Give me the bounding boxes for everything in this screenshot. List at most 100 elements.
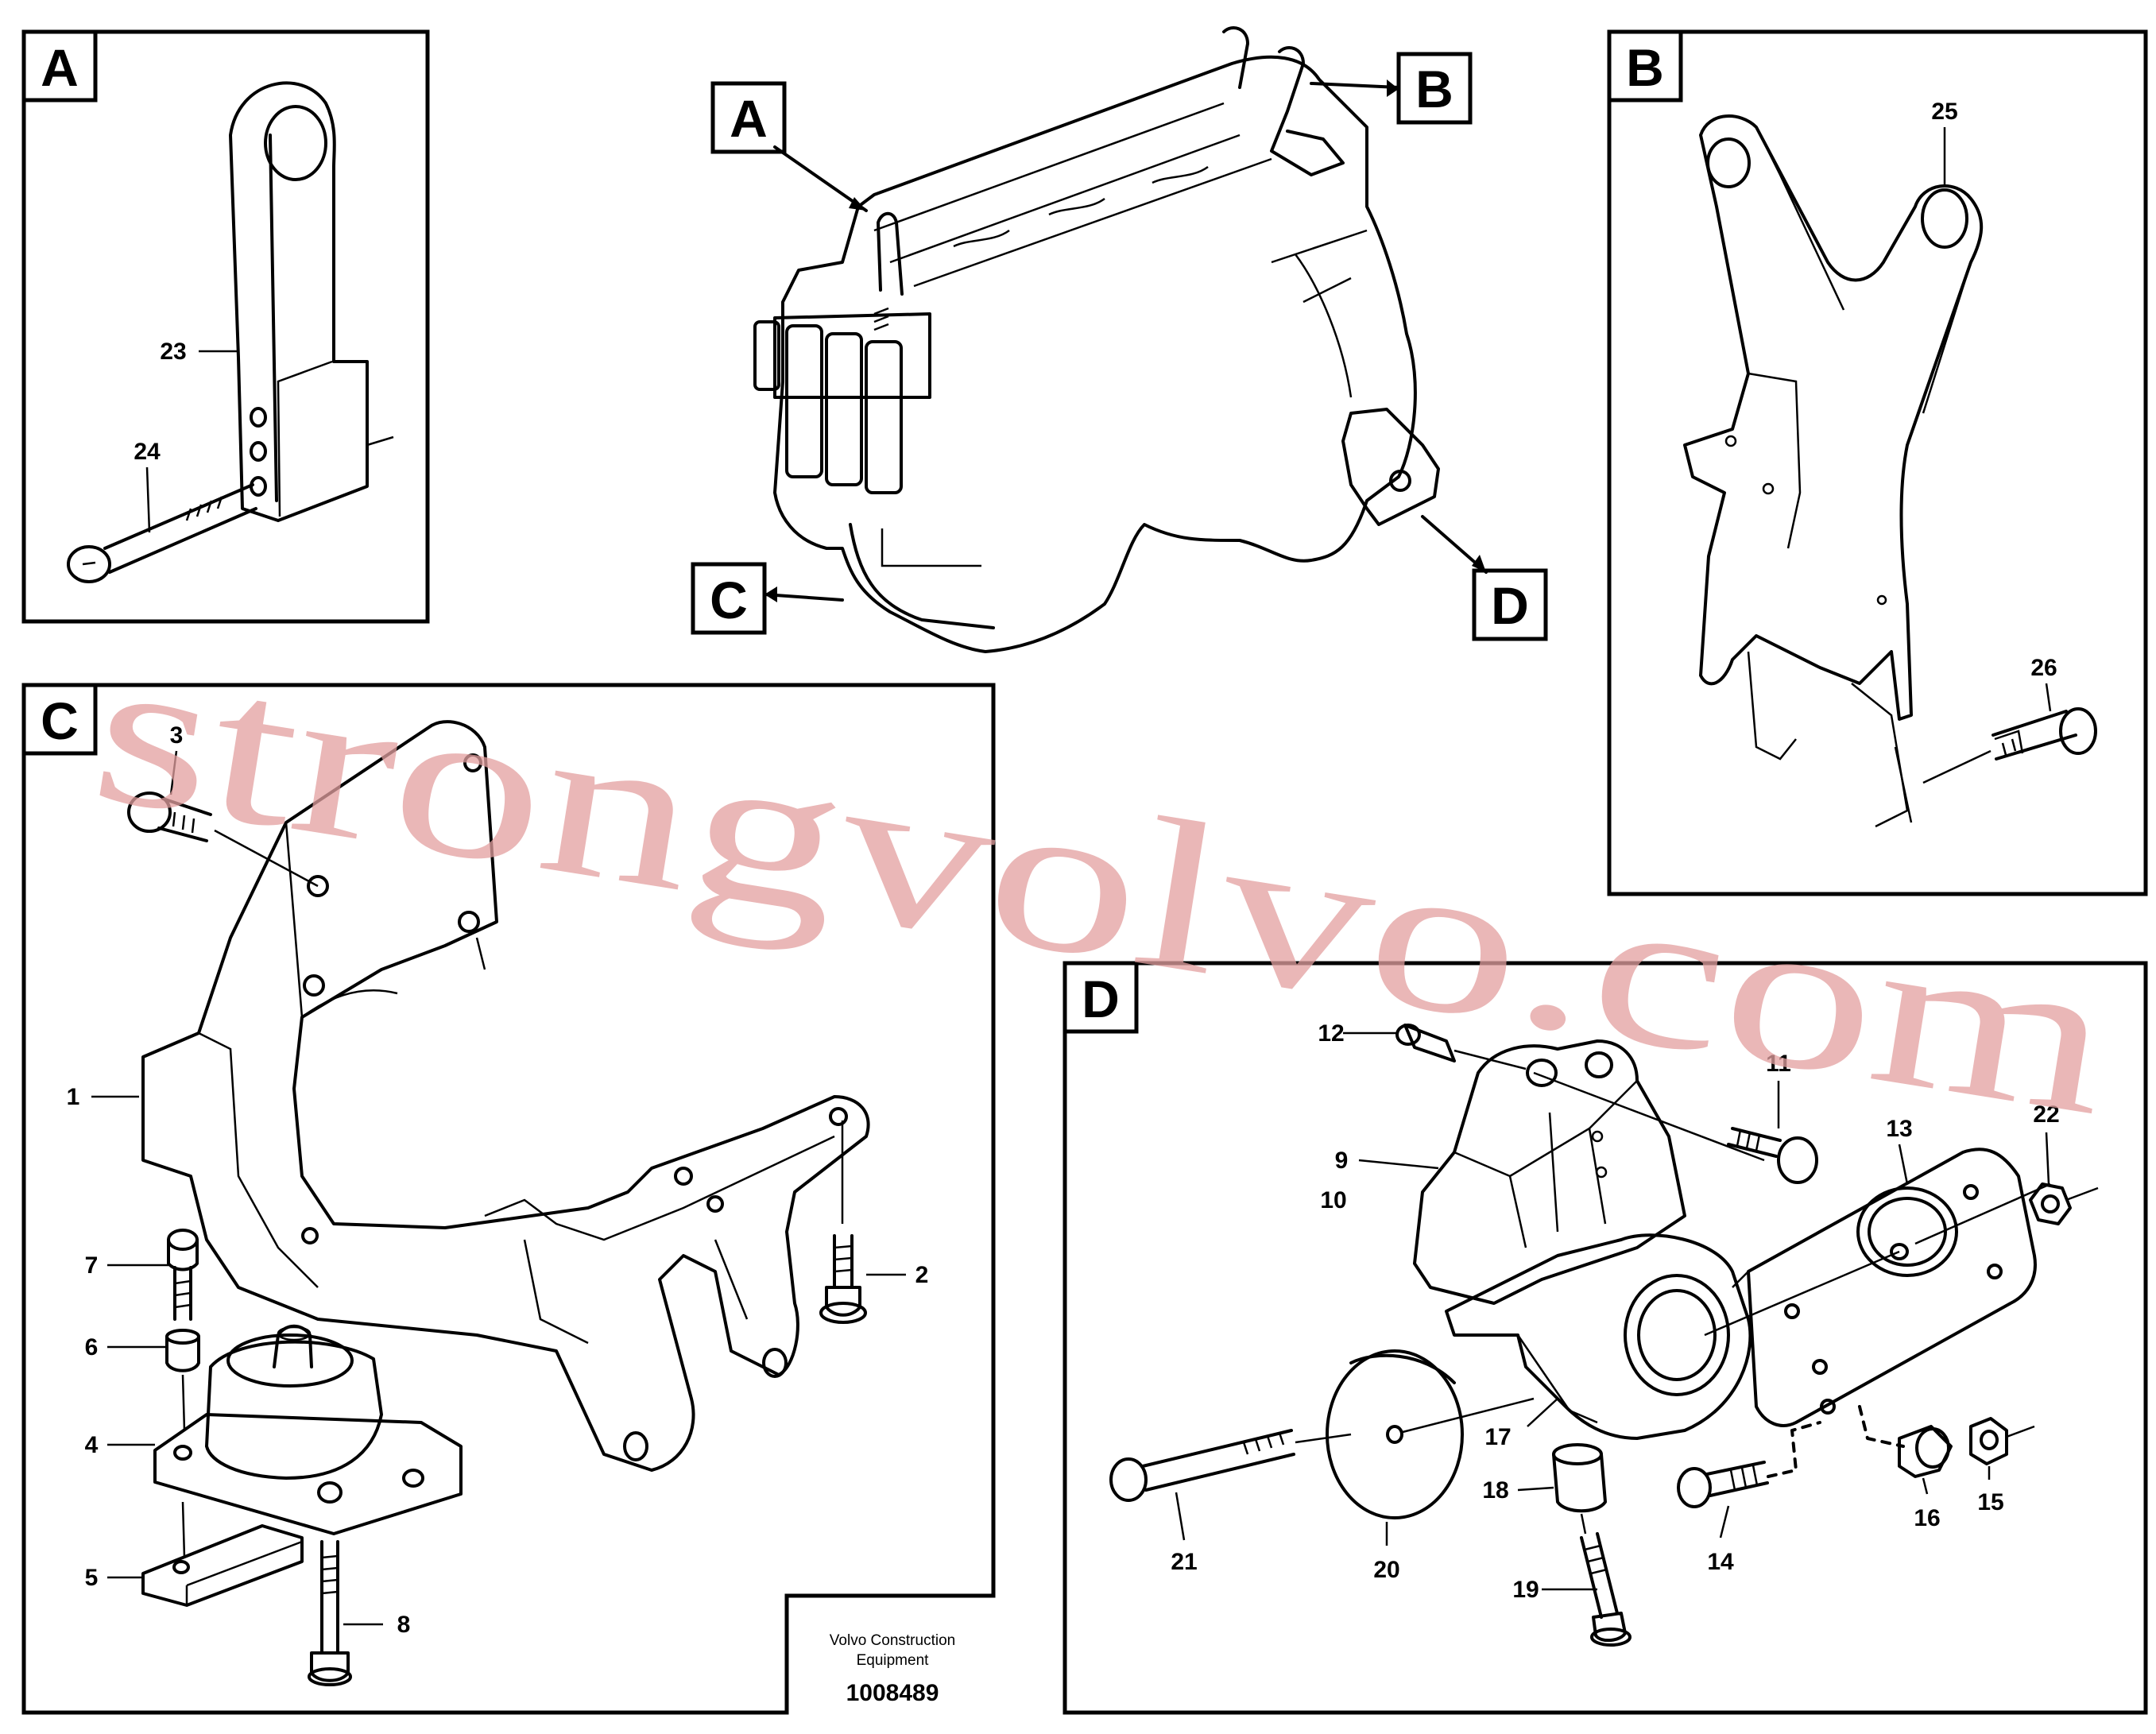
leader-21	[1175, 1492, 1186, 1541]
callout-c: C	[710, 571, 748, 629]
part-label-2: 2	[915, 1262, 929, 1288]
panel-b-tag: B	[1626, 38, 1664, 97]
callout-b: B	[1415, 60, 1453, 118]
leader-26	[2045, 683, 2052, 712]
part-label-23: 23	[160, 339, 186, 365]
fuel-filters	[753, 312, 931, 494]
bolt-24	[67, 483, 257, 583]
part-label-24: 24	[134, 439, 161, 465]
footer: Volvo Construction Equipment 1008489	[830, 1632, 955, 1706]
part-label-15: 15	[1977, 1489, 2003, 1515]
part-label-14: 14	[1707, 1549, 1734, 1575]
rubber-mount-4	[153, 1324, 463, 1535]
washer-13	[1704, 1182, 2051, 1337]
panel-b-tag-box	[1607, 29, 1683, 103]
panel-d-tag-box	[1063, 961, 1139, 1034]
leader-14	[1719, 1505, 1730, 1539]
part-label-20: 20	[1373, 1557, 1399, 1583]
spacer-6	[165, 1329, 200, 1558]
mount-d-mark	[1341, 408, 1440, 526]
panel-a-frame	[21, 29, 430, 624]
nut-22	[2029, 1182, 2099, 1225]
pin-12	[1395, 1024, 1527, 1070]
panel-c-tag-box	[21, 683, 98, 756]
part-label-19: 19	[1512, 1577, 1539, 1603]
part-label-5: 5	[85, 1565, 99, 1591]
part-label-17: 17	[1484, 1424, 1511, 1450]
engine-bracket-1	[141, 720, 870, 1472]
leader-13	[1898, 1144, 1909, 1185]
drawing-number: 1008489	[846, 1680, 939, 1706]
spacer-16	[1858, 1405, 1953, 1478]
company-line-2: Equipment	[857, 1652, 930, 1669]
oil-pan-edge	[849, 523, 995, 629]
overview-engine: A B C D	[691, 26, 1548, 653]
leader-17	[1527, 1398, 1558, 1427]
bolt-14	[1677, 1421, 1821, 1508]
callout-b-leader	[1310, 82, 1400, 89]
leader-3	[169, 750, 178, 795]
leader-9	[1358, 1159, 1439, 1170]
part-label-26: 26	[2030, 655, 2057, 681]
panel-a-tag: A	[41, 38, 79, 97]
part-label-16: 16	[1914, 1505, 1940, 1531]
part-label-7: 7	[85, 1252, 99, 1279]
nut-15	[1969, 1417, 2035, 1465]
panel-c: C	[21, 683, 996, 1715]
part-label-21: 21	[1171, 1549, 1197, 1575]
part-label-11: 11	[1766, 1051, 1791, 1077]
panel-b-frame	[1607, 29, 2148, 896]
callout-d-box	[1472, 568, 1548, 641]
part-label-3: 3	[170, 722, 184, 749]
panel-b: B 25 26	[1607, 29, 2148, 896]
plate-5	[141, 1524, 304, 1607]
callout-a-leader	[773, 145, 868, 212]
plate-13	[1732, 1148, 2037, 1427]
callout-c-leader	[763, 593, 844, 602]
callout-c-box	[691, 562, 767, 635]
bolt-8	[308, 1540, 352, 1686]
part-label-4: 4	[85, 1432, 99, 1458]
lifting-eye-bracket-23	[229, 81, 394, 522]
bolt-2	[819, 1121, 867, 1324]
part-label-1: 1	[67, 1084, 80, 1110]
part-label-10: 10	[1320, 1187, 1346, 1213]
part-label-9: 9	[1335, 1148, 1349, 1174]
spacer-18	[1552, 1443, 1607, 1513]
part-label-6: 6	[85, 1334, 99, 1360]
part-label-13: 13	[1886, 1116, 1912, 1142]
lift-eye-a-mark	[873, 211, 904, 331]
bolt-19	[1580, 1513, 1632, 1647]
bolt-21	[1109, 1429, 1352, 1502]
panel-a: A 23 24	[21, 29, 430, 624]
part-label-8: 8	[397, 1612, 411, 1638]
leader-24	[145, 466, 151, 533]
leader-18	[1517, 1486, 1554, 1492]
washer-20	[1326, 1349, 1535, 1519]
callout-d: D	[1491, 576, 1529, 635]
panel-d: D	[1063, 961, 2148, 1715]
callout-a-box	[710, 81, 787, 154]
panel-d-tag: D	[1082, 970, 1120, 1028]
bolt-3	[127, 792, 319, 888]
part-label-12: 12	[1318, 1020, 1344, 1047]
lift-eye-b-mark	[1222, 26, 1345, 176]
bolt-11	[1727, 1127, 1818, 1184]
bolt-26	[1922, 707, 2097, 784]
lifting-bracket-25	[1683, 114, 1984, 828]
company-line-1: Volvo Construction	[830, 1632, 955, 1649]
part-label-25: 25	[1931, 99, 1957, 125]
panel-c-tag: C	[41, 691, 79, 750]
mount-bracket-9	[1413, 1039, 1765, 1305]
panel-d-frame	[1063, 961, 2148, 1715]
oil-pipe	[881, 528, 981, 567]
part-label-18: 18	[1482, 1477, 1508, 1504]
panel-a-tag-box	[21, 29, 98, 103]
panel-c-frame	[21, 683, 996, 1715]
bushing-housing-17	[1445, 1233, 1752, 1440]
leader-22	[2045, 1132, 2050, 1185]
part-label-22: 22	[2033, 1101, 2059, 1128]
leader-16	[1922, 1477, 1929, 1495]
